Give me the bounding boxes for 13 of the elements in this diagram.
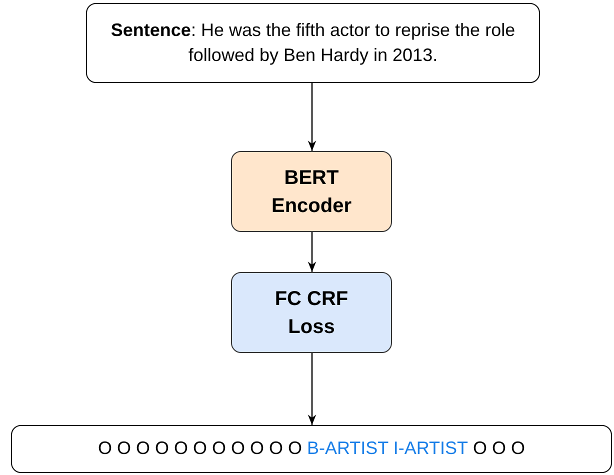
sentence-text: Sentence: He was the fifth actor to reprise the role followed by Ben Hardy in 2013. (110, 18, 516, 67)
arrow (308, 83, 316, 151)
outside-tags: O O O O O O O O O O O (98, 436, 302, 462)
arrow (308, 232, 316, 272)
outside-tags: O O O (473, 436, 526, 462)
encoder-box (231, 151, 392, 232)
loss-box (231, 272, 392, 353)
input-box (86, 3, 540, 83)
box-label: FC CRF Loss (274, 286, 350, 340)
arrow (308, 353, 316, 425)
box-label: BERT Encoder (270, 166, 353, 218)
entity-tags: B-ARTIST I-ARTIST (306, 436, 468, 462)
output-box (11, 425, 612, 473)
